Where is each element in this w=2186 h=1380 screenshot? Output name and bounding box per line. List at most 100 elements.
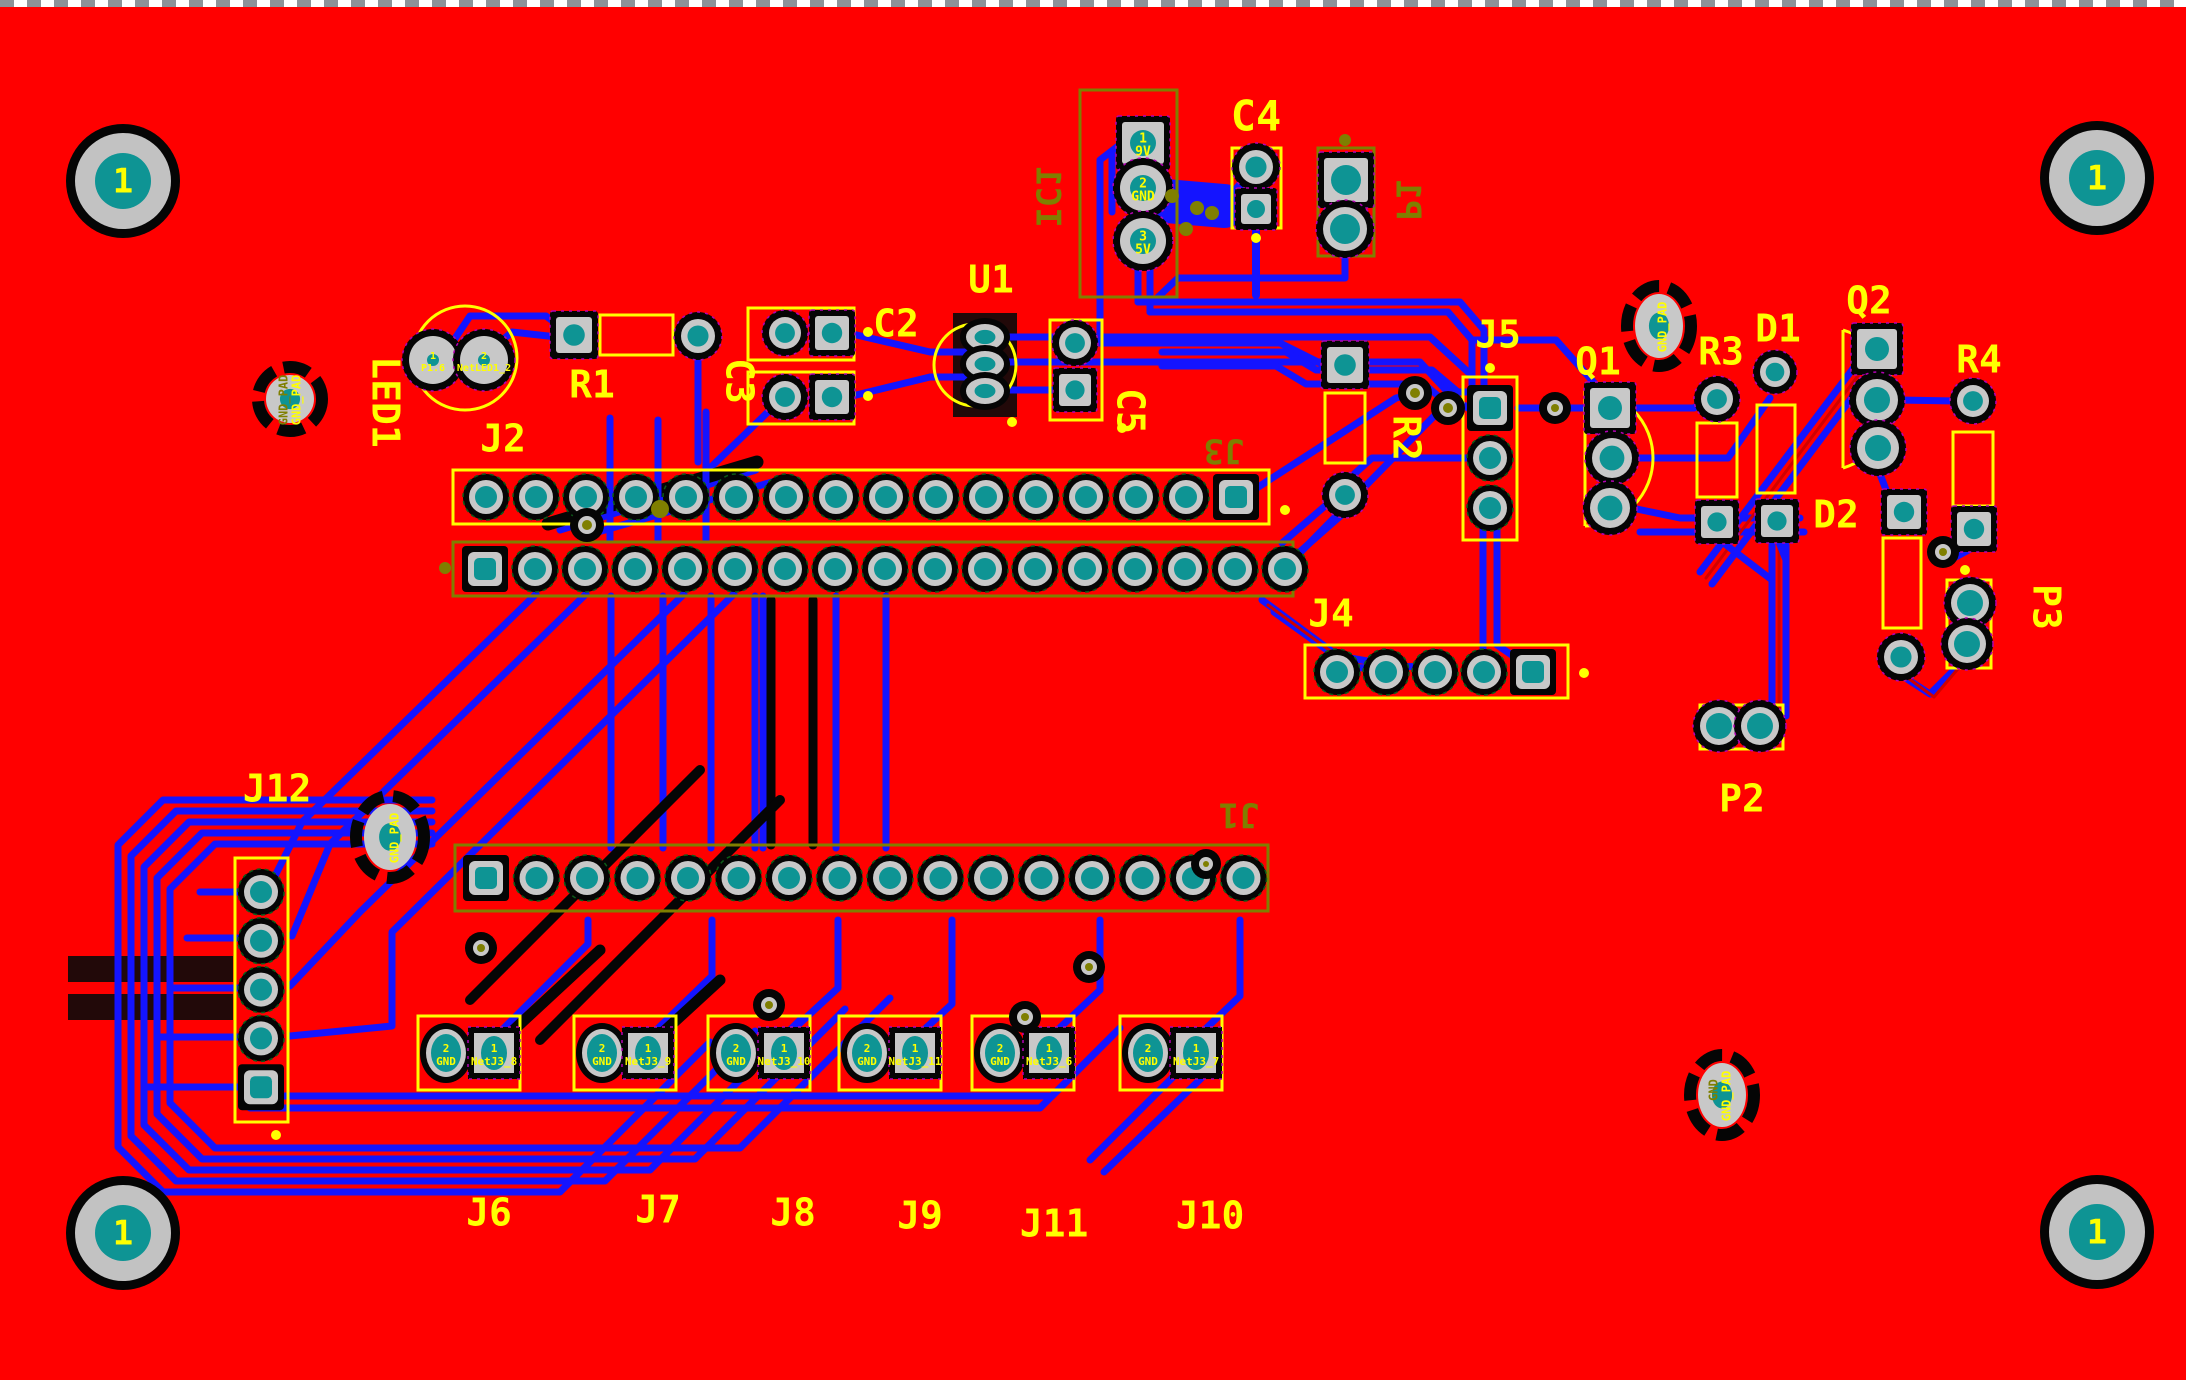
solder-pad[interactable] — [912, 473, 960, 521]
pcb-trace[interactable] — [140, 818, 804, 1174]
solder-pad[interactable] — [1112, 473, 1160, 521]
solder-pad[interactable] — [1880, 488, 1928, 536]
via[interactable] — [1927, 536, 1959, 568]
solder-pad[interactable] — [662, 473, 710, 521]
solder-pad[interactable] — [1733, 699, 1787, 753]
solder-pad[interactable] — [1017, 854, 1066, 902]
solder-pad[interactable] — [661, 545, 709, 593]
solder-pad[interactable] — [1162, 473, 1210, 521]
mounting-hole[interactable] — [66, 124, 180, 238]
solder-pad[interactable] — [237, 917, 285, 965]
pcb-trace[interactable] — [1278, 496, 1336, 547]
solder-pad[interactable] — [1068, 854, 1116, 902]
solder-pad[interactable] — [1582, 480, 1638, 536]
solder-pad[interactable] — [1584, 430, 1640, 486]
solder-pad[interactable] — [1112, 210, 1174, 272]
solder-pad[interactable] — [712, 473, 760, 521]
solder-pad[interactable] — [911, 545, 959, 593]
solder-pad[interactable] — [1111, 545, 1159, 593]
solder-pad[interactable] — [561, 545, 609, 593]
solder-pad[interactable] — [960, 345, 1010, 383]
refdes-label[interactable]: J1 — [1219, 795, 1260, 835]
refdes-label[interactable]: LED1 — [364, 356, 408, 448]
pcb-trace[interactable] — [535, 795, 785, 1045]
refdes-label[interactable]: J9 — [897, 1194, 943, 1238]
solder-pad[interactable] — [1313, 648, 1361, 696]
pin-header-j5[interactable] — [1461, 375, 1519, 542]
gnd-pad[interactable] — [1621, 280, 1697, 372]
pcb-trace[interactable] — [1906, 662, 1964, 699]
pcb-trace[interactable] — [1158, 348, 1476, 396]
solder-pad[interactable] — [861, 545, 909, 593]
solder-pad[interactable] — [511, 545, 559, 593]
mounting-hole[interactable] — [2040, 1175, 2154, 1289]
solder-pad[interactable] — [1940, 617, 1994, 671]
via[interactable] — [1073, 951, 1105, 983]
solder-pad[interactable] — [420, 1023, 472, 1083]
refdes-label[interactable]: R3 — [1698, 330, 1744, 374]
solder-pad[interactable] — [714, 854, 763, 902]
solder-pad[interactable] — [611, 545, 659, 593]
silkscreen-outline[interactable] — [1323, 391, 1367, 465]
pin-header-j3[interactable] — [451, 540, 1309, 598]
pcb-trace[interactable] — [999, 333, 1472, 376]
via[interactable] — [465, 932, 497, 964]
solder-pad[interactable] — [1211, 545, 1259, 593]
pin-header-j1[interactable] — [453, 843, 1270, 913]
connector-j7[interactable] — [572, 1014, 678, 1092]
solder-pad[interactable] — [1467, 385, 1513, 431]
solder-pad[interactable] — [808, 309, 856, 357]
pcb-trace[interactable] — [844, 373, 969, 401]
refdes-label[interactable]: Q1 — [1575, 340, 1621, 384]
solder-pad[interactable] — [1876, 632, 1926, 682]
solder-pad[interactable] — [576, 1023, 628, 1083]
solder-pad[interactable] — [1061, 545, 1109, 593]
solder-pad[interactable] — [1011, 545, 1059, 593]
solder-pad[interactable] — [512, 473, 560, 521]
solder-pad[interactable] — [664, 854, 712, 902]
via[interactable] — [1431, 391, 1465, 425]
pcb-trace[interactable] — [1192, 916, 1244, 1042]
solder-pad[interactable] — [563, 854, 611, 902]
pcb-trace[interactable] — [1479, 526, 1491, 666]
connector-j8[interactable] — [706, 1014, 812, 1092]
solder-pad[interactable] — [808, 373, 856, 421]
refdes-label[interactable]: D2 — [1813, 493, 1859, 537]
pcb-trace[interactable] — [153, 829, 849, 1163]
pcb-trace[interactable] — [706, 404, 776, 472]
solder-pad[interactable] — [1411, 648, 1459, 696]
connector-j6[interactable] — [416, 1014, 522, 1092]
refdes-label[interactable]: R2 — [1385, 415, 1429, 461]
via[interactable] — [753, 989, 785, 1021]
refdes-label[interactable]: J10 — [1176, 1194, 1245, 1238]
pin-header-j4[interactable] — [1303, 643, 1570, 700]
solder-pad[interactable] — [762, 473, 810, 521]
solder-pad[interactable] — [711, 545, 759, 593]
solder-pad[interactable] — [916, 854, 965, 902]
pcb-trace[interactable] — [286, 590, 738, 1040]
solder-pad[interactable] — [1692, 699, 1746, 753]
pcb-trace[interactable] — [1894, 396, 1960, 405]
refdes-label[interactable]: D1 — [1755, 307, 1801, 351]
solder-pad[interactable] — [1213, 474, 1259, 520]
pcb-trace[interactable] — [911, 916, 956, 1042]
solder-pad[interactable] — [467, 1026, 521, 1080]
pcb-trace[interactable] — [1087, 339, 1334, 372]
refdes-label[interactable]: J4 — [1308, 592, 1354, 636]
via[interactable] — [1398, 376, 1432, 410]
pin-header-j2[interactable] — [451, 468, 1271, 526]
refdes-label[interactable]: J11 — [1020, 1202, 1089, 1246]
solder-pad[interactable] — [962, 473, 1010, 521]
solder-pad[interactable] — [673, 311, 723, 361]
gnd-pad[interactable] — [252, 361, 328, 437]
solder-pad[interactable] — [1694, 499, 1740, 545]
solder-pad[interactable] — [710, 1023, 762, 1083]
solder-pad[interactable] — [1320, 340, 1370, 390]
solder-pad[interactable] — [866, 854, 914, 902]
solder-pad[interactable] — [1317, 151, 1375, 209]
silkscreen-outline[interactable] — [1048, 318, 1104, 422]
solder-pad[interactable] — [1012, 473, 1060, 521]
solder-pad[interactable] — [1231, 142, 1281, 192]
solder-pad[interactable] — [961, 545, 1009, 593]
silkscreen-outline[interactable] — [1755, 403, 1797, 495]
